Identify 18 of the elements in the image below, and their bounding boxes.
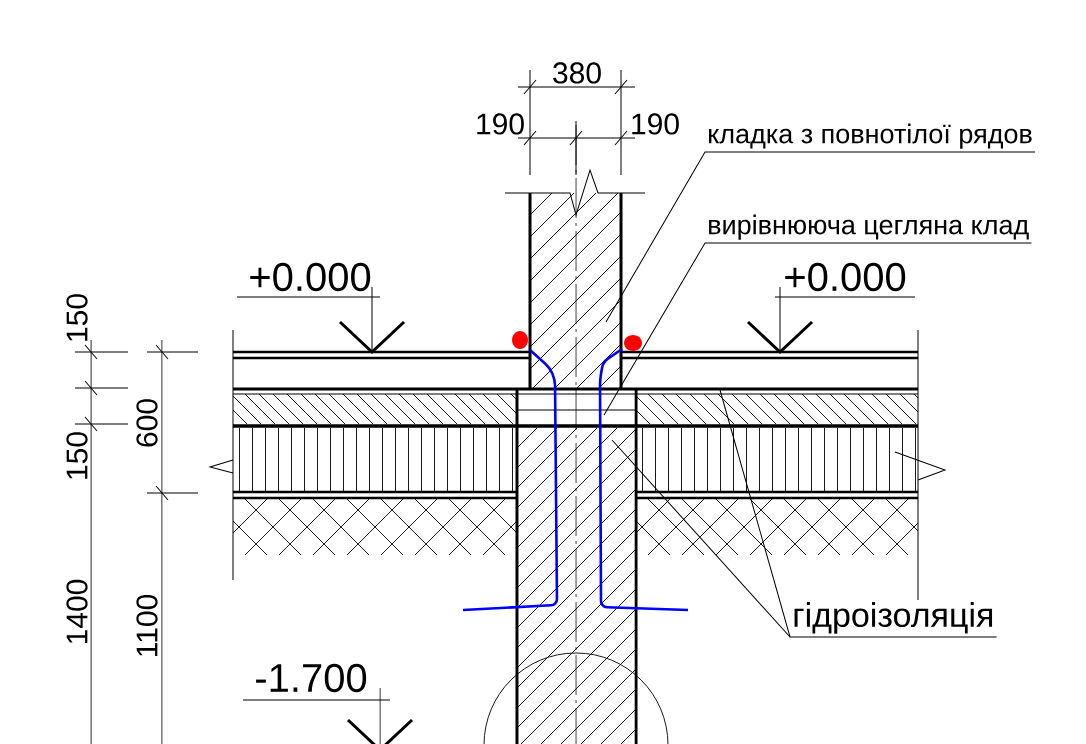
elevation-text: +0.000 (785, 262, 906, 292)
dimension-text: 150 (66, 294, 88, 341)
dimension-text: 380 (553, 62, 601, 84)
dimension-text: 1400 (66, 579, 88, 644)
dimension-text: 150 (66, 432, 88, 479)
dimension-text: 600 (136, 399, 158, 447)
callout-text: гідроізоляція (794, 602, 993, 634)
elevation-text: +0.000 (250, 262, 371, 292)
leader-line (719, 389, 998, 638)
leader-line (611, 439, 791, 638)
dimension-text: 190 (477, 113, 524, 135)
leader-line (605, 151, 1036, 323)
callout-text: кладка з повнотілої рядов (709, 123, 1032, 149)
dimension-text: 190 (632, 113, 679, 135)
leader-line (603, 242, 1032, 416)
elevation-text: -1.700 (256, 663, 367, 693)
callout-text: вирівнююча цегляна клад (709, 214, 1029, 240)
dimension-text: 1100 (136, 594, 158, 656)
